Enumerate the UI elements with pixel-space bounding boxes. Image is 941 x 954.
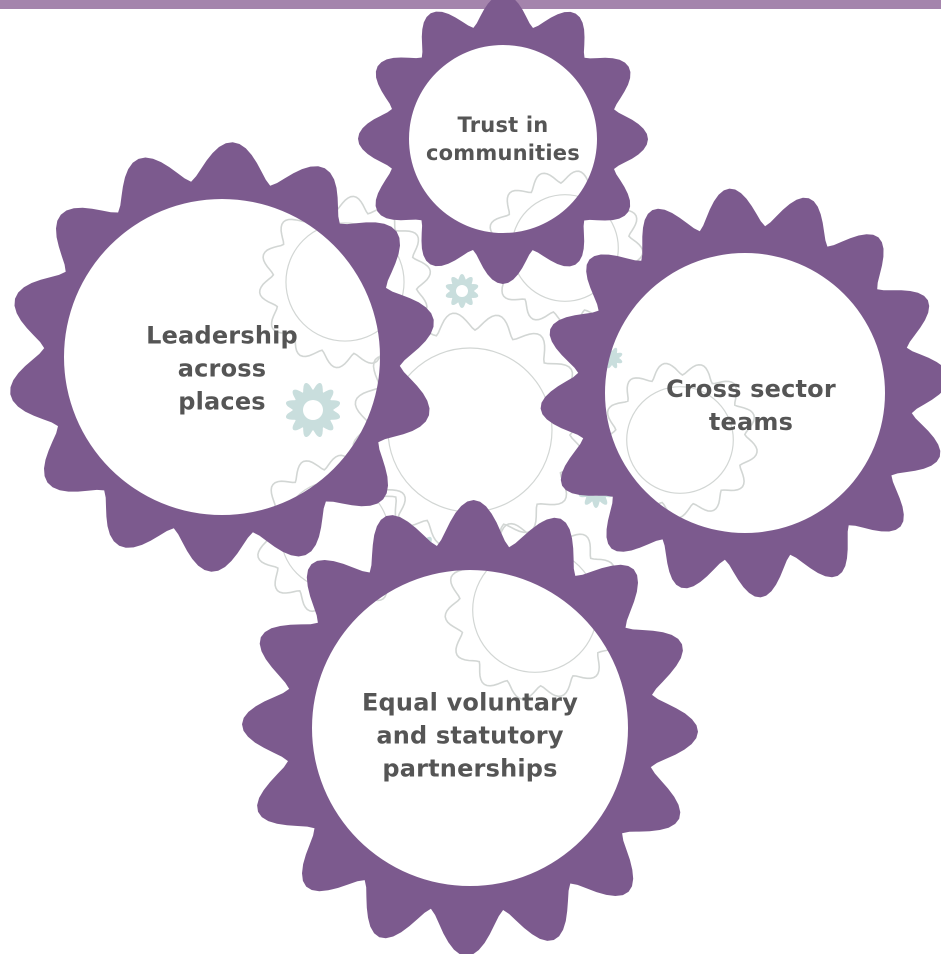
background-gear-inner-ring — [285, 222, 405, 342]
small-cog-icon — [601, 347, 623, 369]
gear-label-leadership-across-places: Leadership across places — [146, 321, 298, 416]
gear-label-trust-in-communities: Trust in communities — [426, 113, 580, 165]
gear-label-equal-voluntary-and-statutory-partnerships: Equal voluntary and statutory partnershi… — [361, 688, 579, 783]
small-cog-icon — [286, 383, 340, 437]
background-gear-inner-ring — [626, 386, 734, 494]
background-gear-outline — [444, 520, 626, 700]
gear-cross — [540, 188, 941, 598]
background-gear-outline — [601, 362, 758, 519]
gear-label-cross-sector-teams: Cross sector teams — [666, 375, 836, 436]
foreground-gears — [10, 0, 941, 954]
gear-equal — [242, 500, 698, 954]
top-accent-bar — [0, 0, 941, 9]
small-cog-icon — [445, 274, 479, 308]
gear-trust — [358, 0, 648, 284]
